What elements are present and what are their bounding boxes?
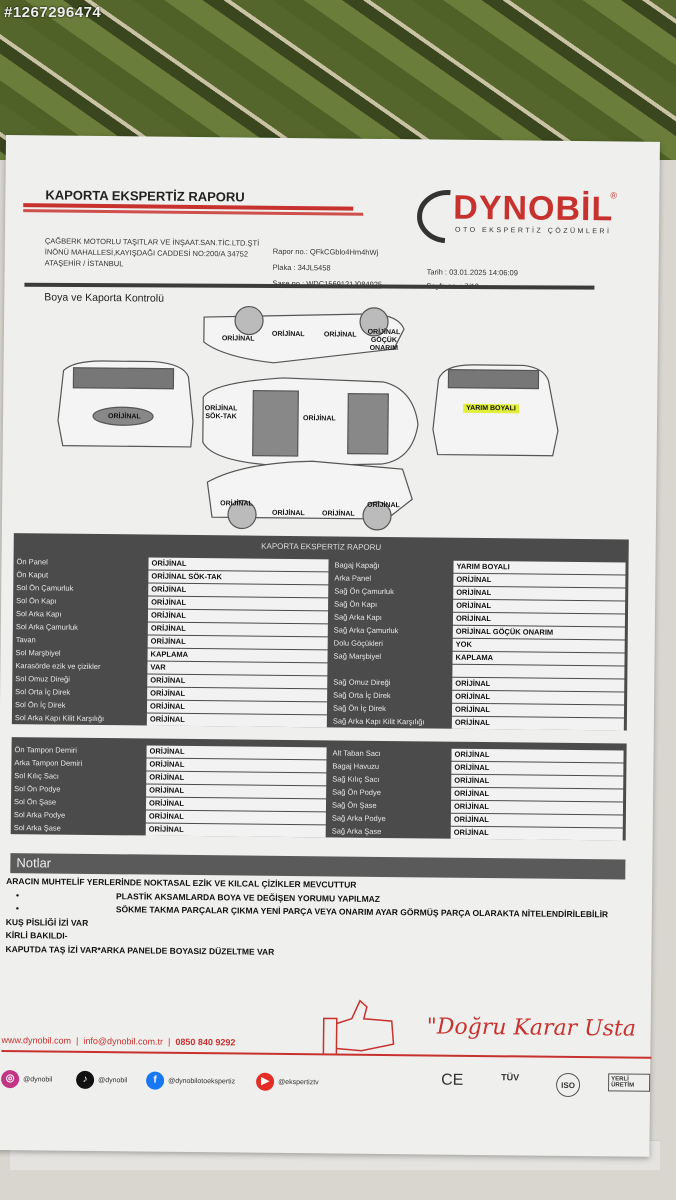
wheel-icon (362, 501, 392, 531)
part-label: ORİJİNAL GÖÇÜK ONARIM (367, 328, 401, 353)
part-label: ORİJİNAL (108, 413, 141, 421)
thumbs-up-icon (322, 999, 395, 1054)
facebook-icon: f (146, 1071, 165, 1090)
part-label: ORİJİNAL (272, 509, 305, 518)
part-status: ORİJİNAL (146, 713, 327, 728)
social-tiktok[interactable]: ♪@dynobil (76, 1070, 128, 1090)
tuv-logo: TÜV (501, 1072, 520, 1083)
part-status: ORİJİNAL (450, 826, 623, 841)
logo-swoosh-icon (417, 190, 451, 244)
wheel-icon (234, 305, 264, 336)
social-handle: @dynobil (23, 1075, 53, 1084)
part-label: ORİJİNAL (322, 510, 355, 518)
report-title: KAPORTA EKSPERTİZ RAPORU (45, 187, 245, 205)
brand-name: DYNOBİL (453, 188, 614, 229)
dynobil-logo: DYNOBİL ® OTO EKSPERTİZ ÇÖZÜMLERİ (405, 184, 626, 246)
part-label: ORİJİNAL (271, 330, 305, 339)
notes-body: ARACIN MUHTELİF YERLERİNDE NOKTASAL EZİK… (5, 875, 608, 962)
wheel-icon (227, 499, 257, 530)
part-status: ORİJİNAL (451, 716, 624, 731)
part-name: Sağ Arka Şase (331, 826, 382, 836)
tiktok-icon: ♪ (76, 1070, 95, 1089)
report-page: KAPORTA EKSPERTİZ RAPORU DYNOBİL ® OTO E… (0, 135, 660, 1157)
social-handle: @dynobilotoekspertiz (168, 1077, 236, 1085)
website-link[interactable]: www.dynobil.com (1, 1035, 72, 1046)
slogan: "Doğru Karar Usta (426, 1014, 637, 1042)
part-label: ORİJİNAL (220, 500, 253, 508)
phone-number: 0850 840 9292 (175, 1036, 236, 1048)
iso-logo: ISO (555, 1072, 581, 1098)
youtube-icon: ▶ (256, 1072, 275, 1091)
company-line: ATAŞEHİR / İSTANBUL (44, 258, 124, 269)
note-bullet-text: PLASTİK AKSAMLARDA BOYA VE DEĞİŞEN YORUM… (115, 890, 381, 904)
date-info: Tarih : 03.01.2025 14:06:09 Sayfa no. : … (426, 265, 518, 294)
social-handle: @ekspertiztv (278, 1078, 319, 1086)
plate-number: Plaka : 34JL5458 (272, 262, 331, 273)
report-date: Tarih : 03.01.2025 14:06:09 (426, 267, 518, 278)
ce-mark: CE (441, 1071, 464, 1089)
part-label: ORİJİNAL (367, 501, 400, 510)
part-name: Sol Arka Kapı Kilit Karşılığı (14, 713, 105, 724)
part-label: ORİJİNAL (221, 335, 255, 343)
part-name: Sağ Arka Kapı Kilit Karşılığı (332, 716, 425, 727)
car-bottom-side-view (206, 460, 413, 520)
part-label: ORİJİNAL (323, 331, 357, 339)
contact-info: www.dynobil.com | info@dynobil.com.tr | … (1, 1035, 236, 1048)
report-number: Rapor no.: QFkCGblo4Hm4hWj (272, 246, 379, 257)
social-facebook[interactable]: f@dynobilotoekspertiz (146, 1071, 236, 1091)
instagram-icon: ◎ (1, 1070, 20, 1089)
part-status: ORİJİNAL (145, 823, 326, 838)
part-name: Sol Arka Şase (13, 823, 61, 833)
part-label: ORİJİNAL SÖK-TAK (204, 405, 238, 421)
email-link[interactable]: info@dynobil.com.tr (83, 1035, 164, 1047)
part-label: ORİJİNAL (303, 415, 336, 423)
part-label: YARIM BOYALI (463, 403, 519, 414)
domestic-production-logo: YERLİ ÜRETİM (608, 1073, 651, 1092)
social-youtube[interactable]: ▶@ekspertiztv (256, 1072, 319, 1092)
brand-subtitle: OTO EKSPERTİZ ÇÖZÜMLERİ (454, 226, 612, 236)
image-id-watermark: #1267296474 (4, 4, 102, 21)
registered-mark: ® (610, 190, 618, 201)
social-instagram[interactable]: ◎@dynobil (1, 1070, 52, 1089)
company-address: ÇAĞBERK MOTORLU TAŞITLAR VE İNŞAAT.SAN.T… (45, 235, 260, 270)
social-handle: @dynobil (98, 1076, 128, 1084)
wheel-icon (359, 307, 389, 337)
